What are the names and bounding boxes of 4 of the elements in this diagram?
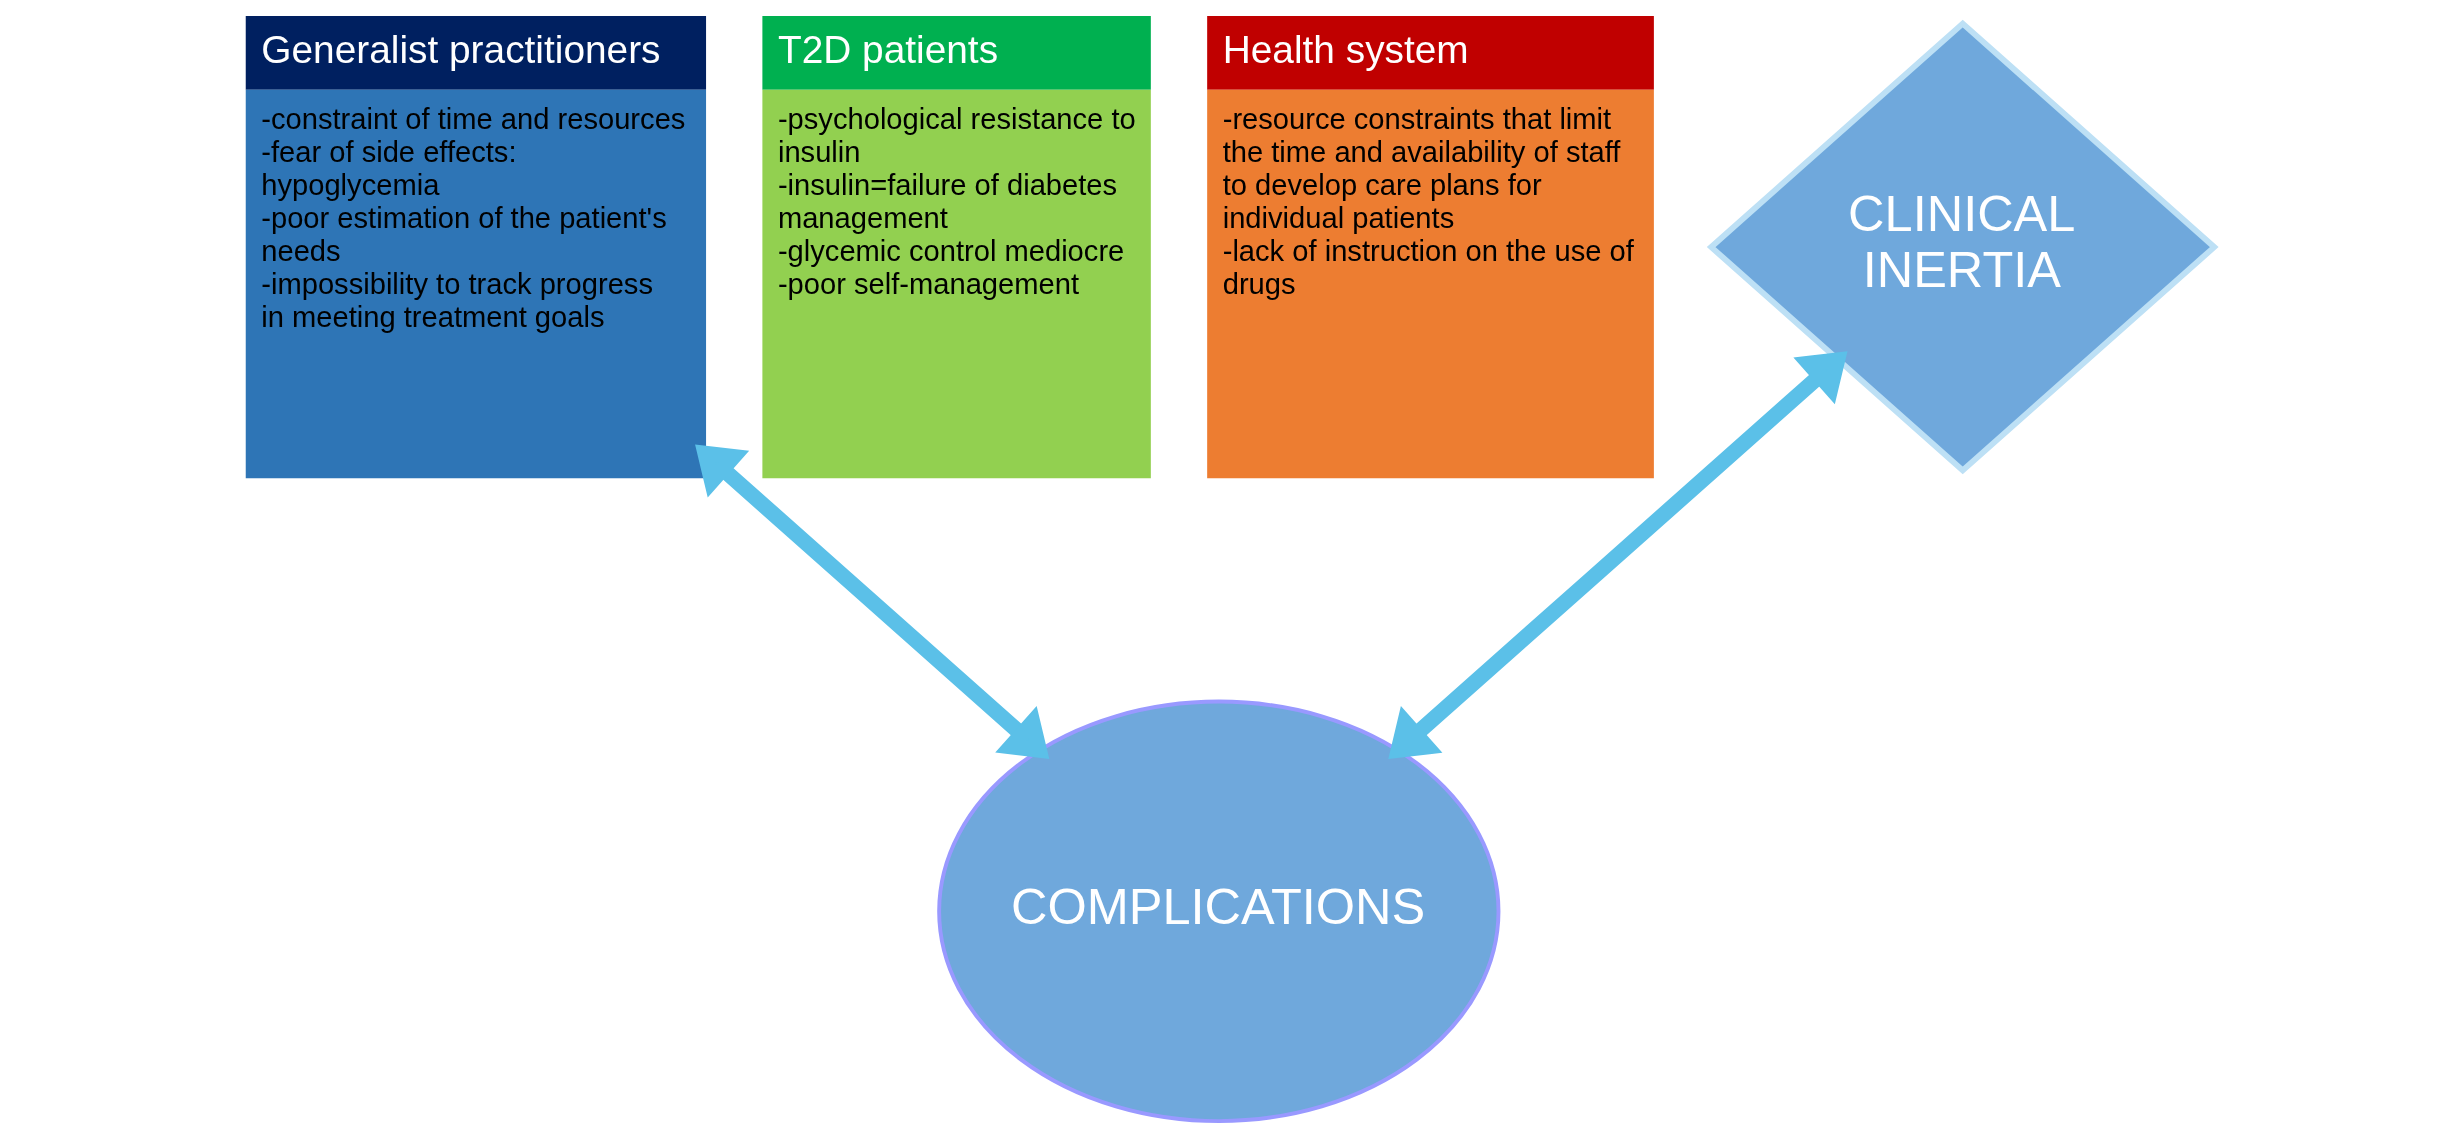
node-ellipse: COMPLICATIONS [936, 699, 1500, 1123]
node-diamond: CLINICAL INERTIA [1706, 19, 2219, 475]
arrow [1387, 351, 1847, 759]
arrow [694, 444, 1049, 759]
